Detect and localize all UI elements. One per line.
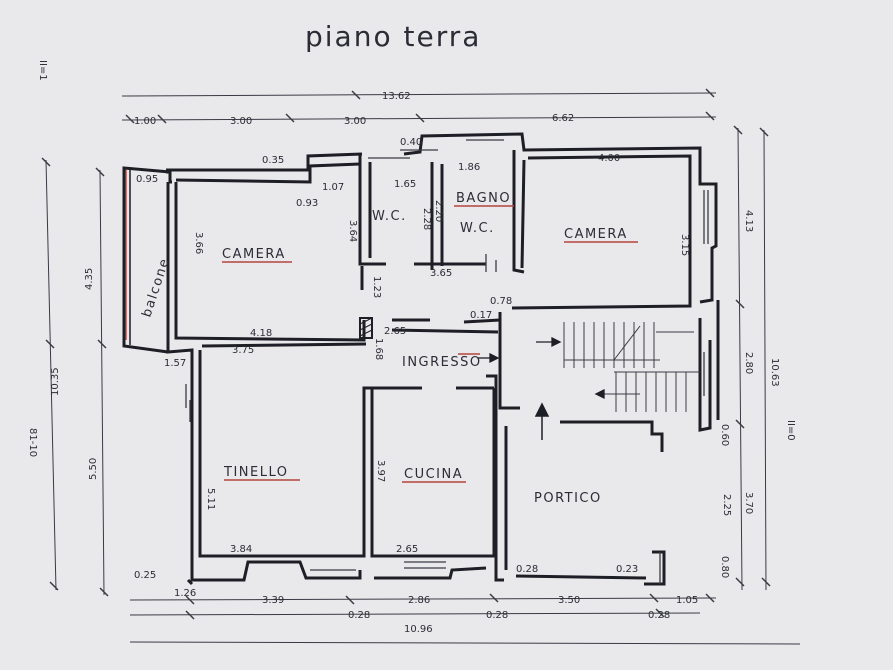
- dim-top-total: 13.62: [382, 91, 411, 102]
- stair-treads: [536, 322, 700, 412]
- room-label-camera-left: CAMERA: [222, 247, 286, 262]
- dim-220: 2.20: [433, 200, 444, 222]
- dim-035: 0.35: [262, 155, 284, 166]
- dim-165: 1.65: [394, 179, 416, 190]
- dim-280: 2.80: [743, 352, 754, 374]
- dim-364: 3.64: [347, 220, 358, 242]
- dim-060: 0.60: [719, 424, 730, 446]
- dim-366: 3.66: [193, 232, 204, 254]
- dim-078: 0.78: [490, 296, 512, 307]
- thin-partitions: [185, 139, 709, 584]
- column-hatch: [359, 317, 373, 339]
- dim-435: 4.35: [84, 268, 95, 290]
- dimension-labels: 13.62 1.00 3.00 3.00 6.62 0.35 0.40 0.95…: [27, 60, 796, 635]
- dim-123: 1.23: [371, 276, 382, 298]
- dim-413: 4.13: [743, 210, 754, 232]
- dim-095: 0.95: [136, 174, 158, 185]
- room-label-wc-left: W.C.: [372, 209, 407, 224]
- dim-bottom-105: 1.05: [676, 595, 698, 606]
- dim-511: 5.11: [205, 488, 216, 510]
- dim-025: 0.25: [134, 570, 156, 581]
- room-label-tinello: TINELLO: [223, 465, 288, 480]
- dim-top-1: 1.00: [134, 116, 156, 127]
- room-label-wc-bagno: W.C.: [460, 221, 495, 236]
- dim-093: 0.93: [296, 198, 318, 209]
- room-label-camera-right: CAMERA: [564, 227, 628, 242]
- dim-017: 0.17: [470, 310, 492, 321]
- dim-225: 2.25: [721, 494, 732, 516]
- dimension-ticks: [41, 88, 771, 620]
- dim-bottom-028a: 0.28: [348, 610, 370, 621]
- dim-bottom-028b: 0.28: [486, 610, 508, 621]
- side-mark-left: II=1: [37, 60, 48, 81]
- dim-315: 3.15: [679, 234, 690, 256]
- dim-bottom-350: 3.50: [558, 595, 580, 606]
- walls: [122, 132, 720, 586]
- room-label-bagno: BAGNO: [456, 191, 511, 206]
- dim-bottom-028c: 0.28: [648, 610, 670, 621]
- dim-400: 4.00: [598, 153, 620, 164]
- dim-375: 3.75: [232, 345, 254, 356]
- room-label-portico: PORTICO: [534, 491, 602, 506]
- dim-1063: 10.63: [769, 358, 780, 387]
- dim-365: 3.65: [430, 268, 452, 279]
- dim-1035: 10.35: [50, 367, 61, 396]
- dim-040: 0.40: [400, 137, 422, 148]
- dim-418: 4.18: [250, 328, 272, 339]
- dimension-lines: [45, 92, 801, 645]
- dim-top-2: 3.00: [230, 116, 252, 127]
- dim-080: 0.80: [719, 556, 730, 578]
- dim-384: 3.84: [230, 544, 252, 555]
- dim-397: 3.97: [375, 460, 386, 482]
- dim-265b: 2.65: [396, 544, 418, 555]
- dim-top-4: 6.62: [552, 113, 574, 124]
- dim-186: 1.86: [458, 162, 480, 173]
- room-label-ingresso: INGRESSO: [402, 355, 482, 370]
- dim-370: 3.70: [743, 492, 754, 514]
- entrance-arrow-icon: [534, 402, 550, 440]
- dim-168: 1.68: [373, 338, 384, 360]
- dim-028a: 0.28: [516, 564, 538, 575]
- room-underlines: [125, 170, 638, 483]
- side-mark-right: II=0: [785, 420, 796, 441]
- dim-bottom-1096: 10.96: [404, 624, 433, 635]
- dim-107: 1.07: [322, 182, 344, 193]
- dim-top-3: 3.00: [344, 116, 366, 127]
- dim-023: 0.23: [616, 564, 638, 575]
- dim-228: 2.28: [421, 208, 432, 230]
- dim-265a: 2.65: [384, 326, 406, 337]
- dim-550: 5.50: [88, 458, 99, 480]
- stair-arrow-icon: [536, 336, 605, 400]
- side-scale-left: 81-10: [27, 428, 38, 457]
- dim-bottom-286: 2.86: [408, 595, 430, 606]
- room-label-cucina: CUCINA: [404, 467, 463, 482]
- plan-title: piano terra: [305, 20, 481, 53]
- dim-bottom-339: 3.39: [262, 595, 284, 606]
- ingresso-arrow-icon: [478, 352, 500, 364]
- dim-bottom-126: 1.26: [174, 588, 196, 599]
- dim-157: 1.57: [164, 358, 186, 369]
